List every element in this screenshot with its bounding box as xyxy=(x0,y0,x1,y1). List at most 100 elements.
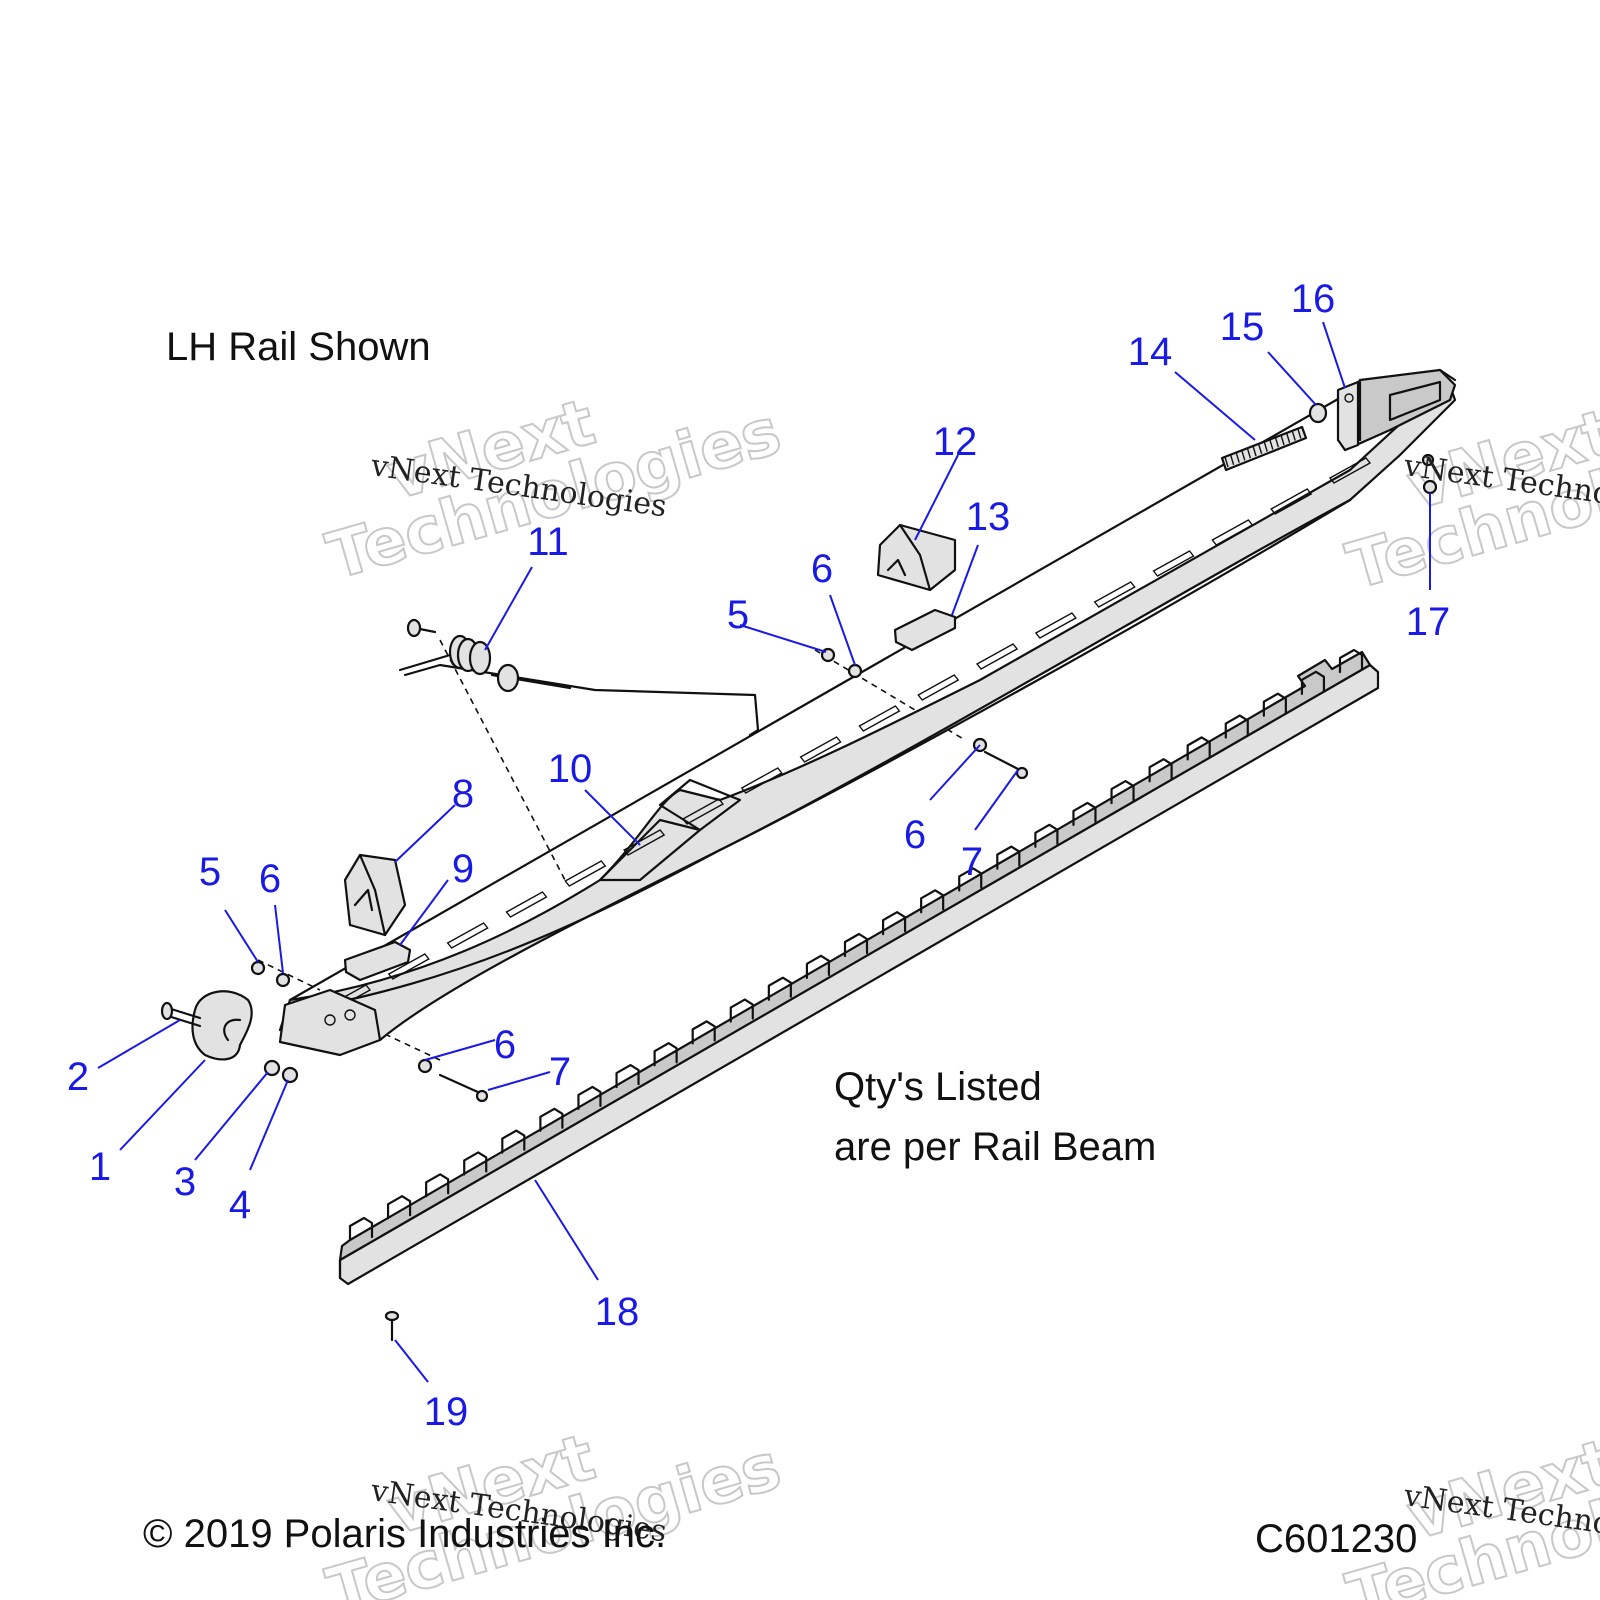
callout-1: 1 xyxy=(89,1145,111,1189)
rail-slot xyxy=(1328,457,1372,484)
wear-strip-tooth xyxy=(881,911,907,936)
rail-slot xyxy=(564,860,607,887)
callout-7: 7 xyxy=(549,1050,571,1094)
rail-slot xyxy=(505,891,548,918)
callout-8: 8 xyxy=(452,772,474,816)
thread xyxy=(1235,452,1240,463)
callout-19: 19 xyxy=(424,1390,469,1434)
rail-slot xyxy=(446,922,489,949)
part-11-spring-rod xyxy=(398,618,760,737)
callout-4: 4 xyxy=(229,1183,251,1227)
part-15-nut xyxy=(1308,402,1328,424)
part-4-nut xyxy=(281,1066,299,1084)
thread xyxy=(1269,439,1274,450)
wear-strip-tooth xyxy=(996,845,1021,870)
wear-strip-tooth xyxy=(539,1107,564,1132)
part-12-upper-block xyxy=(876,523,957,592)
part-8-bumper-block xyxy=(343,853,407,937)
wear-strip-tooth xyxy=(1148,758,1173,783)
rail-slot xyxy=(740,767,783,794)
thread xyxy=(1229,454,1235,466)
part-7-bolt-rear xyxy=(983,750,1029,780)
thread-marks xyxy=(1224,428,1302,468)
part-1-end-cap xyxy=(191,990,253,1061)
callout-15: 15 xyxy=(1220,305,1265,349)
callout-6: 6 xyxy=(494,1023,516,1067)
wear-strip-teeth xyxy=(348,648,1364,1242)
callout-6: 6 xyxy=(811,547,833,591)
part-14-threaded-rod xyxy=(1220,425,1308,472)
part-6-washer-front xyxy=(275,972,291,988)
rail-slot xyxy=(681,798,725,825)
wear-strip-tooth xyxy=(1072,801,1097,827)
callout-17: 17 xyxy=(1406,600,1451,644)
part-7-bolt-lower xyxy=(438,1073,489,1103)
part-6-washer-lower xyxy=(417,1058,433,1074)
thread xyxy=(1224,456,1229,468)
part-9-insert xyxy=(343,940,412,982)
callout-9: 9 xyxy=(452,847,474,891)
rail-slot xyxy=(1211,519,1254,546)
thread xyxy=(1257,443,1263,455)
wear-strip-tooth xyxy=(348,1216,374,1242)
part-16-bracket xyxy=(1336,380,1360,452)
callout-5: 5 xyxy=(199,850,221,894)
wear-strip-tooth xyxy=(501,1129,526,1154)
callout-7: 7 xyxy=(961,840,983,884)
wear-strip-tooth xyxy=(920,889,945,914)
part-17-nut xyxy=(1421,453,1435,467)
thread xyxy=(1274,436,1280,448)
wear-strip-tooth xyxy=(1300,670,1326,695)
wear-strip-tooth xyxy=(425,1173,450,1198)
wear-strip-tooth xyxy=(691,1020,716,1045)
rail-slot xyxy=(975,643,1019,670)
thread xyxy=(1285,432,1291,444)
part-2-bolt xyxy=(160,1001,202,1028)
callout-13: 13 xyxy=(966,495,1011,539)
wear-strip-tooth xyxy=(1110,779,1135,805)
callout-6: 6 xyxy=(259,857,281,901)
rail-slot xyxy=(1270,488,1313,515)
part-5-nut-front xyxy=(250,960,266,976)
thread xyxy=(1291,430,1296,441)
wear-strip-tooth xyxy=(653,1042,678,1067)
callout-14: 14 xyxy=(1128,330,1173,374)
wear-strip-tooth xyxy=(805,954,831,979)
wear-strip-tooth xyxy=(386,1195,412,1220)
callout-16: 16 xyxy=(1291,277,1336,321)
wear-strip-tooth xyxy=(843,932,869,958)
part-19-screw xyxy=(384,1310,400,1342)
callout-5: 5 xyxy=(727,593,749,637)
callout-1: 2 xyxy=(67,1055,89,1099)
copyright-notice: © 2019 Polaris Industries Inc. xyxy=(143,1512,667,1556)
thread xyxy=(1297,428,1302,439)
thread xyxy=(1252,445,1257,457)
thread xyxy=(1263,441,1268,452)
rail-slot xyxy=(623,829,666,856)
thread xyxy=(1246,447,1252,459)
callout-18: 18 xyxy=(595,1290,640,1334)
part-3-washer xyxy=(263,1059,281,1077)
rail-slot xyxy=(387,953,430,980)
thread xyxy=(1241,450,1246,461)
part-10-rail-beam xyxy=(278,368,1457,1057)
wear-strip-tooth xyxy=(1224,714,1249,739)
wear-strip-tooth xyxy=(958,867,983,892)
callout-labels: 2 1 3 4 5 6 6 7 8 9 10 11 12 13 5 6 6 7 … xyxy=(67,277,1450,1434)
part-6-washer-mid xyxy=(847,663,863,679)
leader-lines xyxy=(97,321,1431,1383)
qty-note-line-1: Qty's Listed xyxy=(834,1065,1042,1109)
callout-11: 11 xyxy=(527,520,569,564)
wear-strip-tooth xyxy=(1338,648,1364,674)
part-13-insert xyxy=(893,608,957,652)
wear-strip-tooth xyxy=(577,1085,602,1111)
callout-6: 6 xyxy=(904,813,926,857)
watermark-group: vNext Technologies vNext Technologies vN… xyxy=(319,385,1600,1600)
wear-strip-tooth xyxy=(1186,736,1211,761)
thread xyxy=(1280,434,1285,446)
rail-slot xyxy=(858,705,901,732)
rail-slot xyxy=(1093,581,1136,608)
rail-slot xyxy=(1152,550,1195,577)
